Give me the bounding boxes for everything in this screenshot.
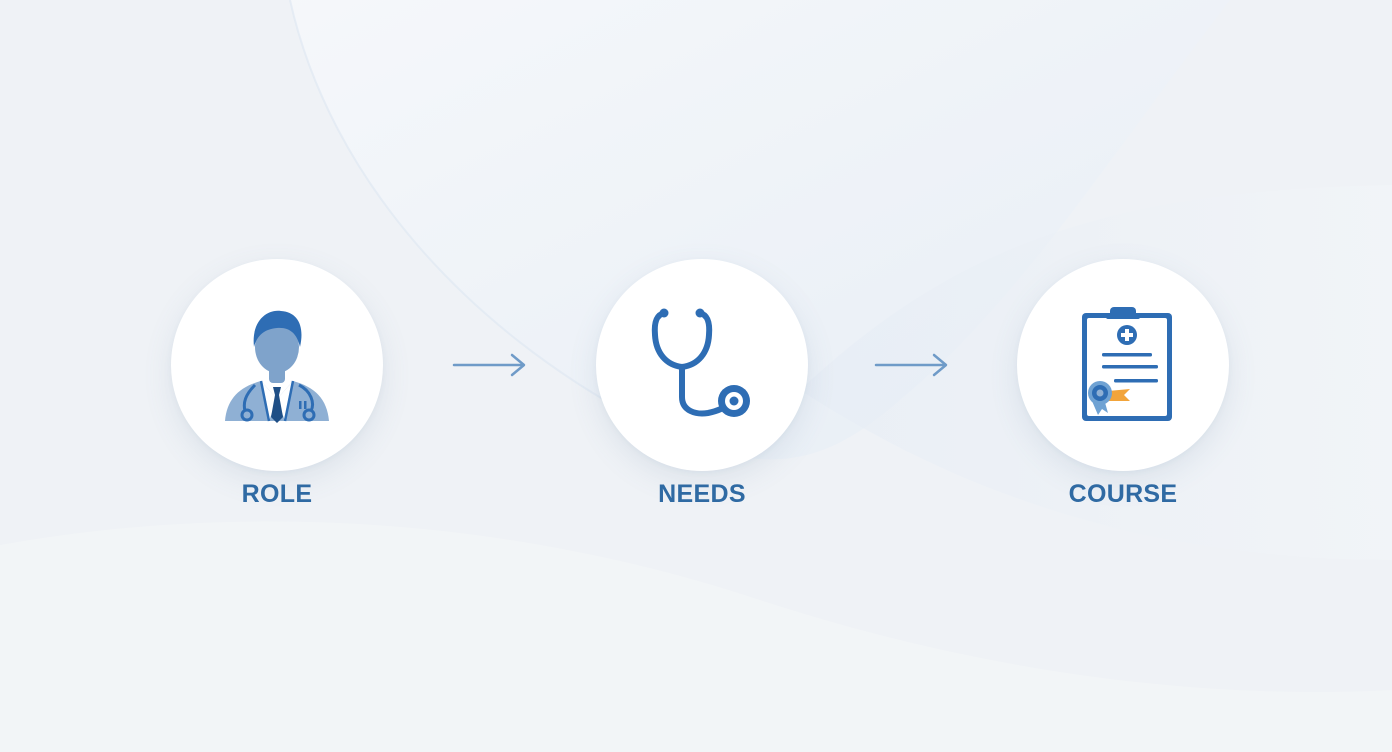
step-circle: [596, 259, 808, 471]
step-course: COURSE: [1016, 259, 1230, 511]
arrow-right-icon: [452, 353, 526, 377]
step-label-course: COURSE: [1068, 480, 1178, 508]
step-circle: [1017, 259, 1229, 471]
step-role: ROLE: [170, 259, 384, 511]
doctor-icon: [225, 310, 329, 423]
step-circle: [171, 259, 383, 471]
step-label-needs: NEEDS: [658, 480, 746, 508]
arrow-right-icon: [874, 353, 948, 377]
step-label-role: ROLE: [241, 480, 313, 508]
step-needs: NEEDS: [595, 259, 809, 511]
stethoscope-icon: [651, 308, 750, 417]
certificate-clipboard-icon: [1082, 307, 1172, 421]
